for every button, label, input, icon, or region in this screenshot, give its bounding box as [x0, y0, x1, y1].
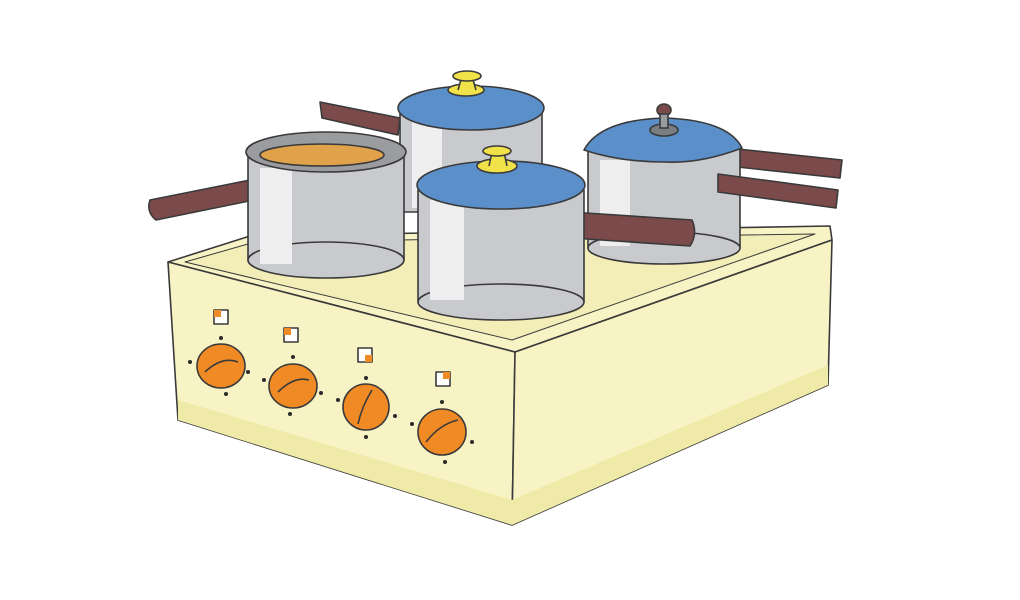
pot-handle: [717, 173, 839, 209]
burner-knob-4[interactable]: [417, 408, 467, 456]
pot-right: [583, 103, 743, 265]
indicator-1: [213, 309, 229, 325]
pot-handle: [569, 211, 696, 247]
indicator-4: [435, 371, 451, 387]
indicator-3: [357, 347, 373, 363]
food: [259, 143, 385, 167]
burner-knob-2[interactable]: [268, 363, 318, 409]
pot-front: [416, 145, 586, 321]
burner-knob-1[interactable]: [196, 343, 246, 389]
pot-handle: [319, 101, 401, 136]
burner-knob-3[interactable]: [342, 383, 390, 431]
indicator-2: [283, 327, 299, 343]
pot-handle: [148, 179, 255, 221]
pot-handle: [727, 147, 843, 179]
pot-left: [245, 131, 407, 279]
knob-markers: [188, 336, 474, 464]
